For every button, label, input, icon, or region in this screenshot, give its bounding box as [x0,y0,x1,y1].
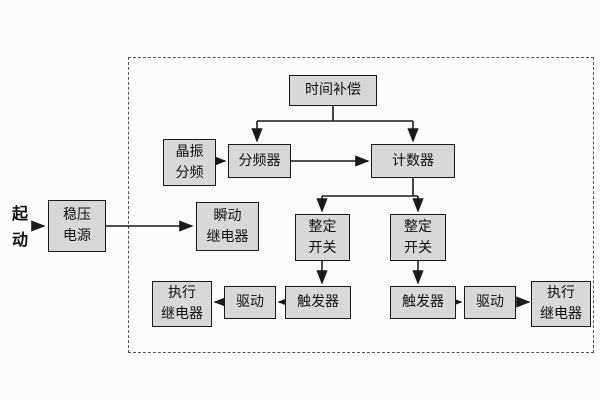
trigger-left-box: 触发器 [285,286,351,319]
drive-left-box: 驱动 [224,286,276,319]
crystal-oscillator-divider-box: 晶振 分频 [163,139,216,186]
start-label: 起 动 [11,204,28,249]
power-supply-box: 稳压 电源 [48,200,106,252]
system-boundary-dashed-box [128,57,594,353]
setting-switch-right-box: 整定 开关 [390,214,446,261]
exec-relay-left-box: 执行 继电器 [152,281,212,327]
counter-box: 计数器 [371,144,455,178]
drive-right-box: 驱动 [464,286,516,319]
frequency-divider-box: 分频器 [228,144,291,178]
setting-switch-left-box: 整定 开关 [295,214,350,261]
instant-relay-box: 瞬动 继电器 [196,202,259,251]
time-compensation-box: 时间补偿 [289,75,377,106]
exec-relay-right-box: 执行 继电器 [531,281,591,327]
trigger-right-box: 触发器 [390,286,456,319]
